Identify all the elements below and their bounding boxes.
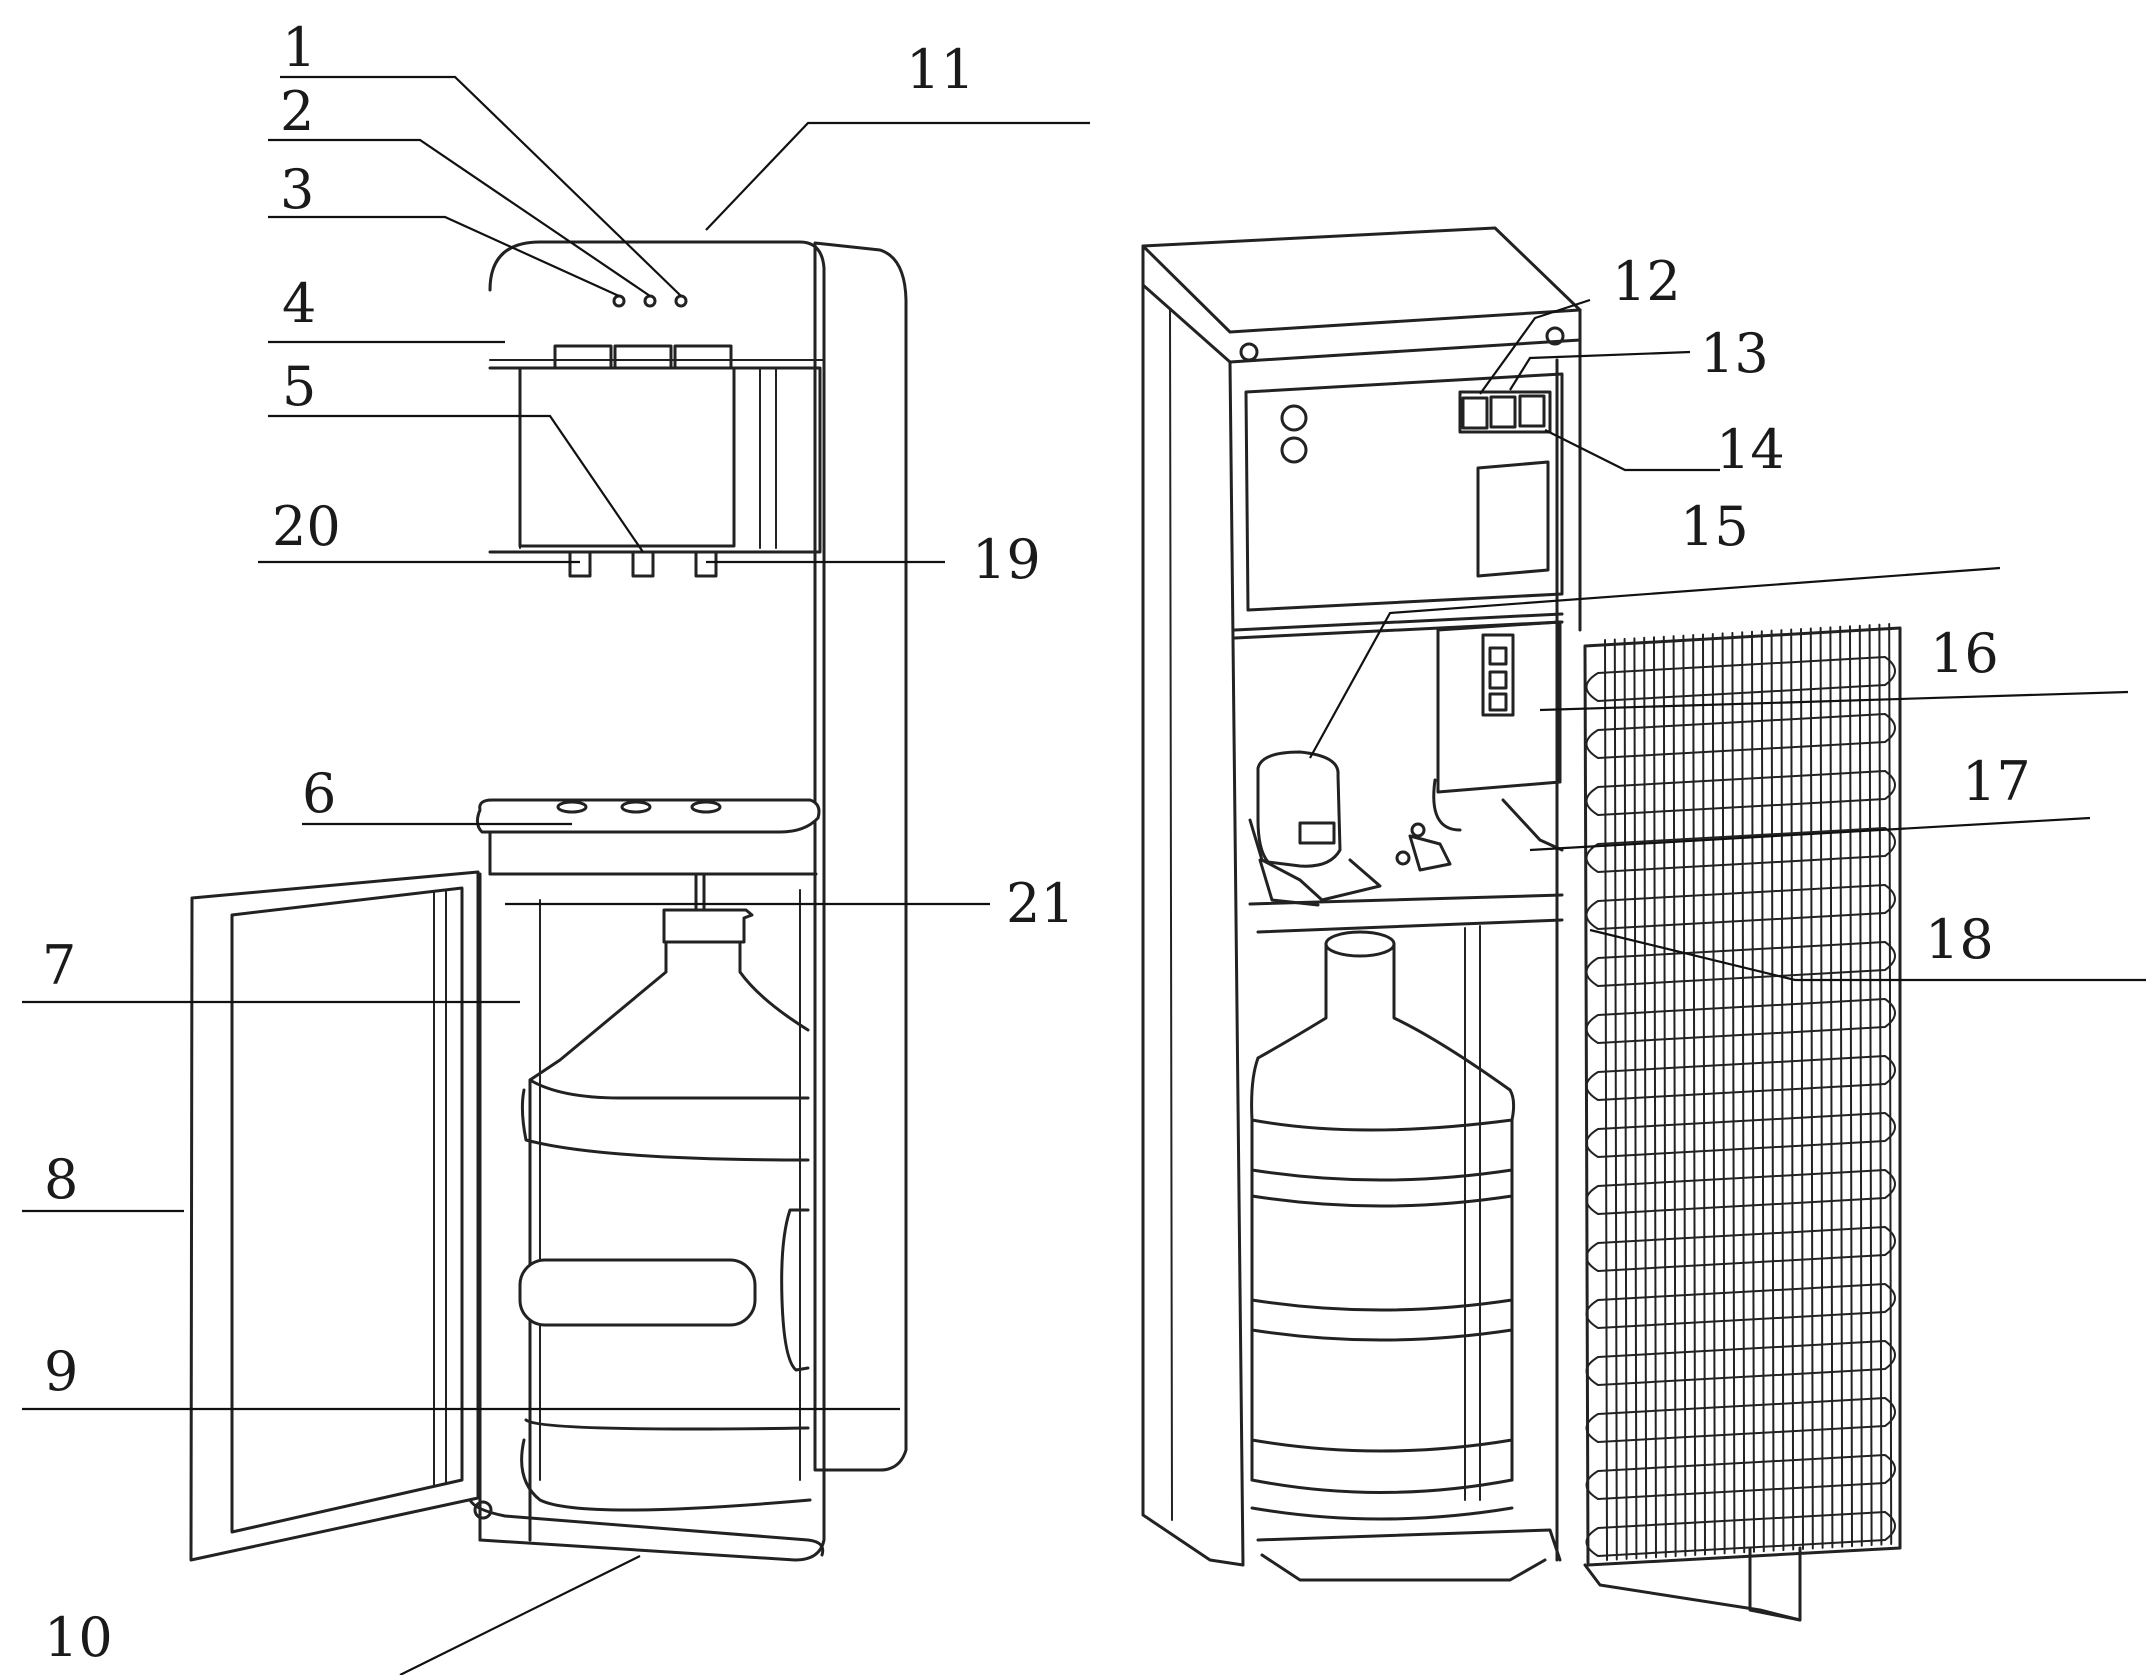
coil-tube [1585,1283,1896,1329]
rear-water-bottle [1250,930,1516,1521]
callout-16: 16 [1930,622,1999,685]
tap-buttons [553,344,733,370]
coil-tube [1585,770,1896,816]
callout-15: 15 [1680,495,1749,558]
coil-tube [1585,1511,1896,1557]
coil-tube [1585,1055,1896,1101]
indicator-light-2 [643,294,657,308]
callout-10: 10 [44,1606,113,1669]
callout-8: 8 [44,1148,78,1211]
condenser-coil [1583,623,1902,1622]
cabinet-front [478,240,826,1562]
coil-tube [1585,827,1896,873]
callout-17: 17 [1962,750,2031,813]
indicator-lights [612,294,688,308]
callout-19: 19 [972,528,1041,591]
callout-2: 2 [280,80,314,143]
cabinet-side-panel [813,241,908,1472]
callout-9: 9 [44,1340,78,1403]
callout-4: 4 [282,272,316,335]
callout-20: 20 [272,495,341,558]
coil-tube [1585,1454,1896,1500]
callout-21: 21 [1006,872,1075,935]
coil-tube [1585,1340,1896,1386]
coil-tube [1585,998,1896,1044]
rear-view [1141,226,1902,1622]
front-water-bottle [518,908,812,1542]
indicator-light-3 [674,294,688,308]
front-view [189,240,908,1562]
compressor [1248,750,1382,907]
rear-top-lid [1141,226,1582,334]
open-door [189,870,480,1562]
callout-5: 5 [282,355,316,418]
callout-numbers: 1 2 3 4 5 20 19 11 6 21 7 8 9 10 12 13 1… [42,16,2031,1669]
callout-1: 1 [282,16,316,79]
coil-fin [1888,623,1893,1546]
dispensing-recess [488,366,822,554]
callout-7: 7 [42,934,76,997]
recess-backplate [518,366,736,548]
callout-18: 18 [1925,908,1994,971]
leader-lines [22,75,2146,1675]
rear-control-box [1244,372,1564,612]
indicator-light-1 [612,294,626,308]
coil-tube [1585,1226,1896,1272]
coil-tube [1585,1169,1896,1215]
rear-control-panel [1395,620,1564,872]
coil-tube [1585,884,1896,930]
callout-3: 3 [280,158,314,221]
callout-13: 13 [1700,322,1769,385]
callout-14: 14 [1716,418,1785,481]
coil-tube [1585,656,1896,702]
coil-tube [1585,1397,1896,1443]
callout-11: 11 [906,38,975,101]
callout-12: 12 [1612,250,1681,313]
coil-tube [1585,1112,1896,1158]
coil-tube [1585,941,1896,987]
faucets [568,550,718,578]
callout-6: 6 [302,762,336,825]
coil-tube [1585,713,1896,759]
cabinet-base [468,1498,825,1557]
